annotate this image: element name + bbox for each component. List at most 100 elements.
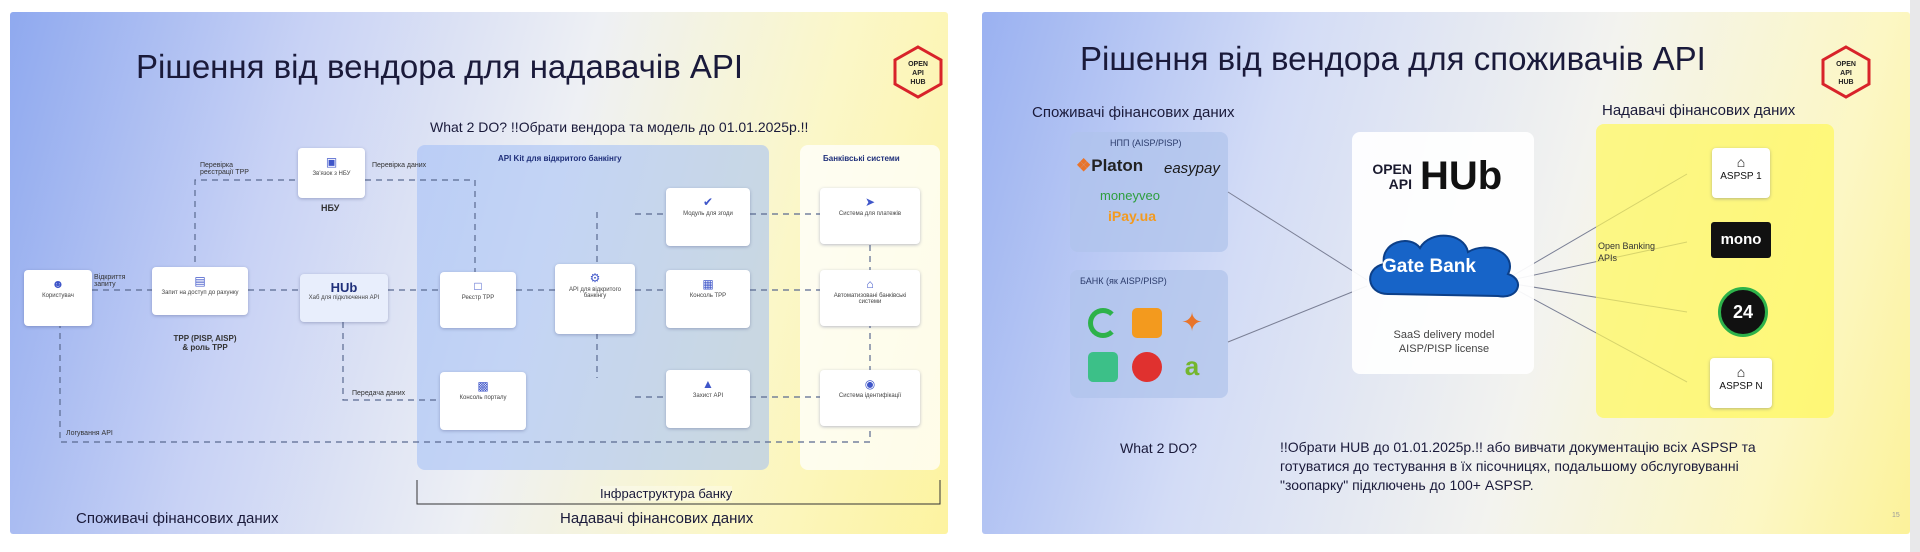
kit-box-2: ✔ Модуль для згоди [666,188,750,246]
consumers-label: Споживачі фінансових даних [76,510,279,527]
bank-logo-orange [1132,308,1162,338]
bank-logo-green [1088,352,1118,382]
svg-text:OPEN: OPEN [1836,61,1856,68]
kit-box-0-label: Реєстр TPP [461,295,495,301]
edge-label-4: Логування API [66,430,113,437]
bank-logo-star: ✦ [1181,307,1203,337]
platon-logo: ❖Platon [1076,156,1144,175]
open-api-hub-logo: OPEN API HUB [893,45,943,99]
kit-box-4-label: Захист API [692,393,724,399]
what2do-text: !!Обрати HUB до 01.01.2025р.!! або вивча… [1280,439,1756,493]
moneyveo-logo: moneyveo [1100,188,1160,203]
easypay-logo: easypay [1164,160,1220,177]
privat24-logo: 24 [1718,287,1768,337]
providers-label: Надавачі фінансових даних [560,510,754,527]
aspsp-n-box: ⌂ ASPSP N [1710,358,1772,408]
tpp-request-box: ▤ Запит на доступ до рахунку [152,267,248,315]
what2do-label: What 2 DO? [1120,440,1198,456]
hub-logo-prefix: OPEN API [1372,161,1412,192]
kit-box-0: □ Реєстр TPP [440,272,516,328]
hub-logo-main: HUb [1420,154,1503,198]
hub-box-label: Хаб для підключення API [308,295,380,301]
bank-box-2-label: Система ідентифікації [838,393,902,399]
kit-box-3: ▦ Консоль TPP [666,270,750,328]
registry-icon: □ [474,279,482,293]
svg-text:HUB: HUB [1838,79,1853,86]
id-icon: ◉ [864,377,876,391]
bank-logo-a: a [1184,351,1200,381]
providers-heading: Надавачі фінансових даних [1602,102,1796,119]
bank-icon: ⌂ [866,277,874,291]
console-icon: ▦ [702,277,714,291]
svg-text:HUB: HUB [910,79,925,86]
bank-group: БАНК (як AISP/PISP) ✦ a [1070,270,1228,398]
bank-building-icon: ⌂ [1736,154,1746,170]
bank-box-0: ➤ Система для платежів [820,188,920,244]
aspsp-n-label: ASPSP N [1719,381,1763,392]
svg-text:API: API [1840,70,1852,77]
hub-panel: OPEN API HUb Gate Bank SaaS delivery mod… [1352,132,1534,374]
slide-api-consumers: Рішення від вендора для споживачів API O… [982,12,1910,534]
kit-box-4: ▲ Захист API [666,370,750,428]
npp-title: НПП (AISP/PISP) [1110,138,1182,148]
bank-group-title: БАНК (як AISP/PISP) [1080,276,1167,286]
kit-box-5-label: Консоль порталу [459,395,507,401]
bank-building-icon-n: ⌂ [1736,364,1746,380]
nbu-box-label: Зв'язок з НБУ [312,171,351,177]
aspsp-1-box: ⌂ ASPSP 1 [1712,148,1770,198]
edge-label-0: Перевірка реєстрації TPP [200,162,249,176]
what2do-banner: What 2 DO? !!Обрати вендора та модель до… [430,119,809,135]
tpp-caption: TPP (PISP, AISP) & роль TPP [173,334,237,352]
npp-group: НПП (AISP/PISP) ❖Platon easypay moneyveo… [1070,132,1228,252]
edge-label-2: Перевірка даних [372,162,427,169]
ipay-logo: iPay.ua [1108,208,1156,224]
hub-box: HUb Хаб для підключення API [300,274,388,322]
saas-text: SaaS delivery model AISP/PISP license [1393,329,1495,355]
shield-icon: ▲ [702,377,714,391]
gatebank-cloud [1369,234,1520,298]
kit-box-1: ⚙ API для відкритого банкінгу [555,264,635,334]
user-icon: ☻ [51,277,65,291]
monobank-logo: mono [1711,222,1771,258]
payment-icon: ➤ [864,195,876,209]
infrastructure-bracket [416,480,941,505]
bank-systems-title: Банківські системи [823,154,900,163]
slide-title: Рішення від вендора для надавачів API [136,48,744,85]
aspsp-1-label: ASPSP 1 [1720,171,1762,182]
infra-label: Інфраструктура банку [600,486,733,501]
svg-text:API: API [912,70,924,77]
kit-box-1-label: API для відкритого банкінгу [568,287,621,299]
tpp-request-label: Запит на доступ до рахунку [161,290,239,296]
edge-label-1: Відкриття запиту [94,274,126,288]
api-kit-title: API Kit для відкритого банкінгу [498,154,622,163]
svg-text:OPEN: OPEN [908,61,928,68]
kit-box-5: ▩ Консоль порталу [440,372,526,430]
nbu-caption: НБУ [321,203,340,213]
open-api-hub-logo-right: OPEN API HUB [1821,45,1871,99]
edge-label-3: Передача даних [352,390,406,397]
consumers-heading: Споживачі фінансових даних [1032,104,1235,121]
slide-title-right: Рішення від вендора для споживачів API [1080,40,1706,77]
bank-box-1: ⌂ Автоматизовані банківські системи [820,270,920,326]
page-number: 15 [1892,512,1900,519]
bank-logo-red [1132,352,1162,382]
bank-box-2: ◉ Система ідентифікації [820,370,920,426]
scrollbar[interactable] [1910,0,1920,552]
monitor-icon: ▣ [325,155,338,169]
open-banking-label: Open Banking APIs [1598,241,1656,263]
api-icon: ⚙ [589,271,601,285]
hub-box-logo: HUb [330,280,358,295]
privatbank-logo [1088,308,1118,338]
client-box: ☻ Користувач [24,270,92,326]
bank-box-0-label: Система для платежів [838,211,902,217]
slide-api-providers: Рішення від вендора для надавачів API OP… [10,12,948,534]
consent-icon: ✔ [702,195,714,209]
nbu-box: ▣ Зв'язок з НБУ [298,148,365,198]
bank-box-1-label: Автоматизовані банківські системи [833,293,907,305]
kit-box-3-label: Консоль TPP [689,293,727,299]
platon-text: Platon [1091,156,1144,175]
document-icon: ▤ [194,274,206,288]
client-box-label: Користувач [42,293,74,299]
portal-icon: ▩ [477,379,489,393]
kit-box-2-label: Модуль для згоди [683,211,733,217]
